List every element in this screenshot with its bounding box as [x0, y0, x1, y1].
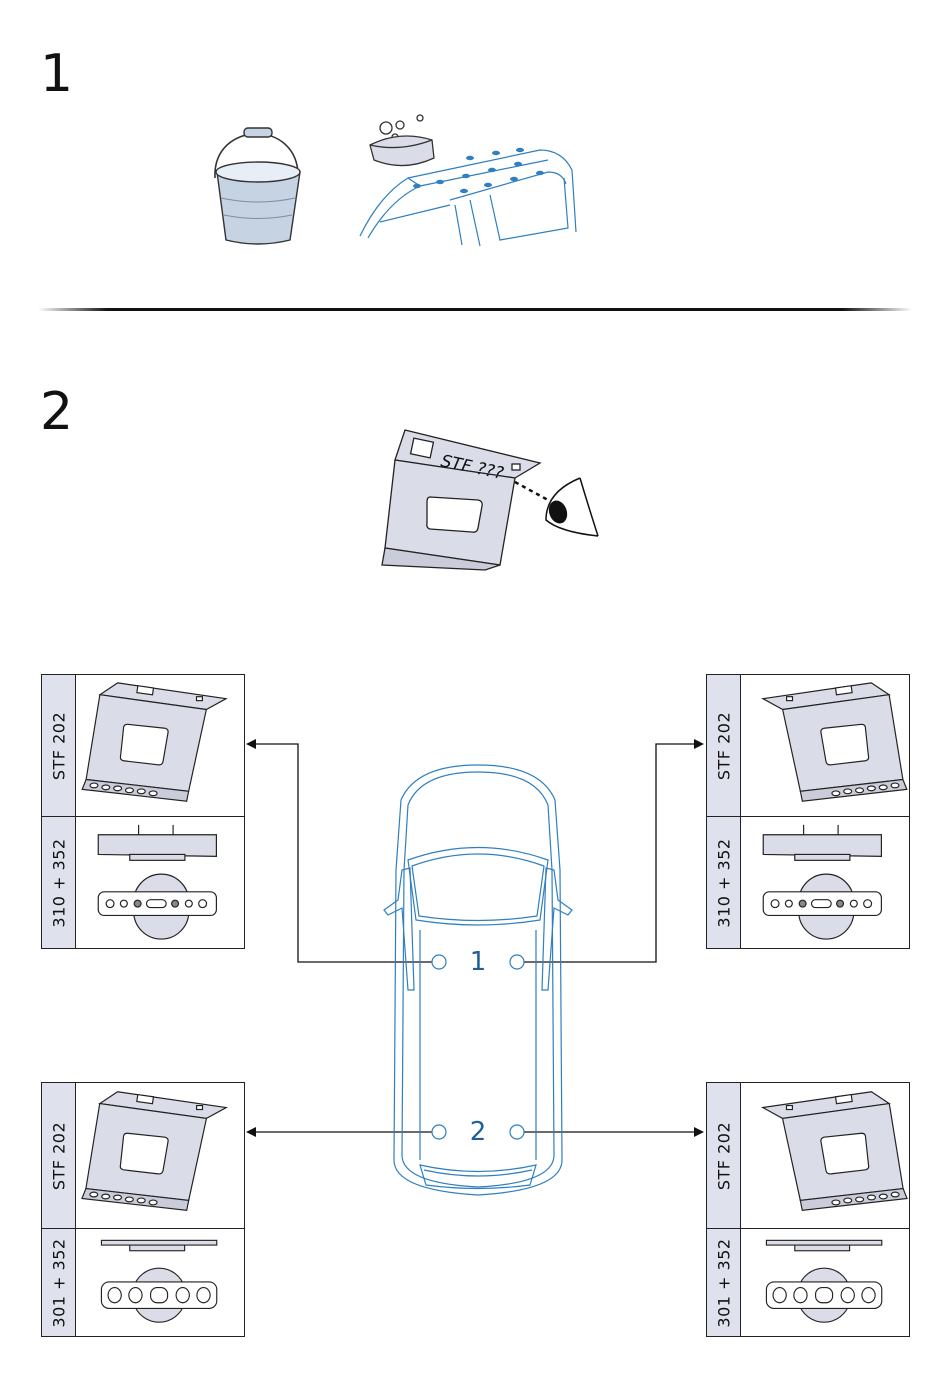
panel-row-bracket: STF 202	[707, 675, 909, 817]
panel-front-left: STF 202 310 + 352	[41, 674, 245, 949]
kit-drawing	[741, 817, 909, 948]
stf-bracket-drawing	[741, 1083, 909, 1228]
panel-label-kit: 301 + 352	[714, 1238, 733, 1327]
mount-point-rear-left	[432, 1125, 446, 1139]
panel-rear-right: STF 202 301 + 352	[706, 1082, 910, 1337]
panel-label-kit: 310 + 352	[49, 838, 68, 927]
position-label-front: 1	[470, 947, 487, 977]
leader-lines	[248, 744, 702, 1132]
kit-drawing	[741, 1229, 909, 1336]
panel-row-kit: 301 + 352	[42, 1229, 244, 1336]
kit-drawing	[76, 817, 244, 948]
leader-arrowheads	[246, 739, 704, 1137]
stf-bracket-drawing	[741, 675, 909, 816]
panel-row-bracket: STF 202	[42, 1083, 244, 1229]
panel-label-kit: 301 + 352	[49, 1238, 68, 1327]
stf-bracket-drawing	[76, 675, 244, 816]
stf-bracket-drawing	[76, 1083, 244, 1228]
panel-row-bracket: STF 202	[707, 1083, 909, 1229]
panel-label-bracket: STF 202	[49, 1121, 68, 1189]
panel-label-bracket: STF 202	[49, 711, 68, 779]
panel-row-bracket: STF 202	[42, 675, 244, 817]
kit-drawing	[76, 1229, 244, 1336]
panel-label-bracket: STF 202	[714, 1121, 733, 1189]
mount-point-front-right	[510, 955, 524, 969]
panel-label-bracket: STF 202	[714, 711, 733, 779]
position-label-rear: 2	[470, 1117, 487, 1147]
panel-label-kit: 310 + 352	[714, 838, 733, 927]
panel-row-kit: 310 + 352	[707, 817, 909, 948]
mount-point-rear-right	[510, 1125, 524, 1139]
panel-front-right: STF 202 310 + 352	[706, 674, 910, 949]
mount-point-front-left	[432, 955, 446, 969]
panel-row-kit: 310 + 352	[42, 817, 244, 948]
panel-row-kit: 301 + 352	[707, 1229, 909, 1336]
panel-rear-left: STF 202 301 + 352	[41, 1082, 245, 1337]
